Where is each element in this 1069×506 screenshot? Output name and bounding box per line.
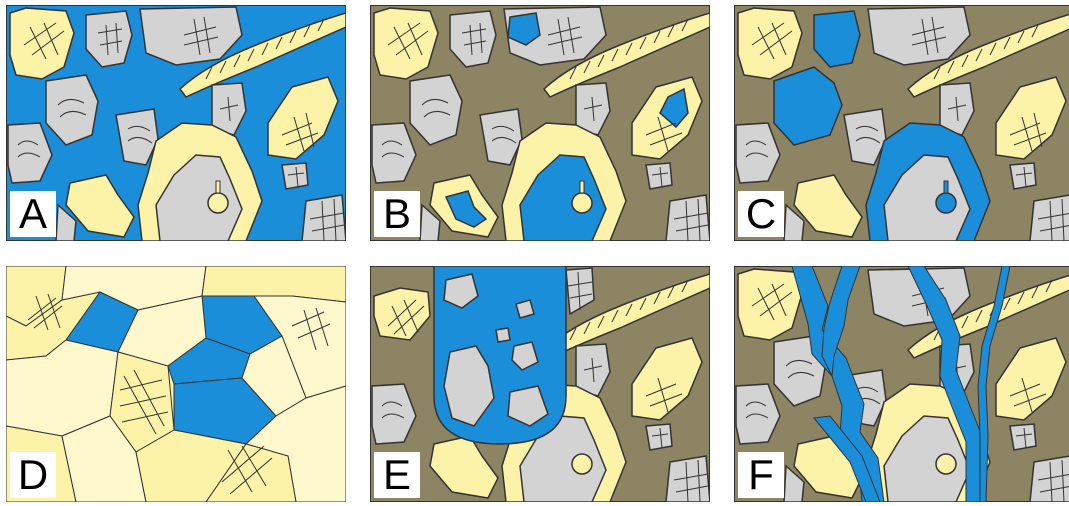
panel-d-label-box: D [10, 452, 56, 498]
vug-grain-3 [496, 328, 510, 342]
panel-e-label: E [374, 452, 420, 498]
panel-c-label-box: C [738, 191, 784, 237]
panel-b-label-box: B [374, 191, 420, 237]
vug-grain-2 [516, 300, 534, 318]
panel-f-label: F [738, 452, 784, 498]
panel-f: F [734, 266, 1069, 502]
panel-d: D [6, 266, 346, 502]
panel-f-label-box: F [738, 452, 784, 498]
panel-a-label: A [10, 191, 56, 237]
panel-e-label-box: E [374, 452, 420, 498]
panel-f-diagram [734, 266, 1069, 502]
panel-a-diagram [6, 5, 346, 241]
panel-b-label: B [374, 191, 420, 237]
panel-e: E [370, 266, 710, 502]
grain-small-gray-2 [282, 163, 308, 189]
panel-b: B [370, 5, 710, 241]
panel-d-diagram [6, 266, 346, 502]
panel-a-label-box: A [10, 191, 56, 237]
panel-b-diagram [370, 5, 710, 241]
panel-a: A [6, 5, 346, 241]
panel-d-label: D [10, 452, 56, 498]
panel-c: C [734, 5, 1069, 241]
panel-c-label: C [738, 191, 784, 237]
panel-e-diagram [370, 266, 710, 502]
panel-c-diagram [734, 5, 1069, 241]
